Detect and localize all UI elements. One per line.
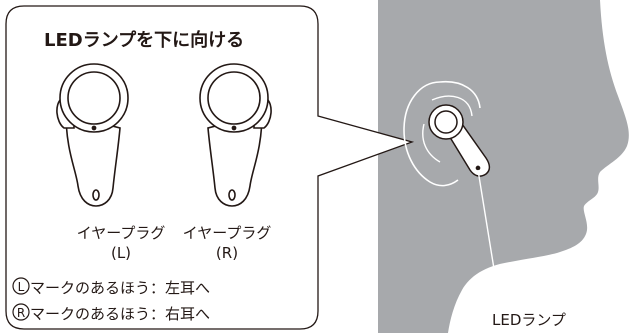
- face-silhouette: [378, 0, 629, 333]
- ear-outline: [403, 81, 459, 187]
- svg-text:R: R: [17, 306, 25, 320]
- led-leader-line: [477, 169, 501, 307]
- led-lamp-label: LEDランプ: [492, 311, 566, 329]
- instruction-title: LEDランプを下に向ける: [44, 30, 245, 51]
- note-right-ear: マークのあるほう：右耳へ: [30, 305, 211, 323]
- earbud-left-side: (L): [110, 244, 132, 262]
- earbud-in-ear: [428, 104, 491, 177]
- marker-r-icon: R: [12, 303, 30, 321]
- earbud-right-side: (R): [215, 244, 239, 262]
- ear-outline-top: [439, 81, 481, 109]
- svg-text:L: L: [18, 280, 25, 294]
- note-left-ear: マークのあるほう：左耳へ: [30, 279, 211, 297]
- ear-inner-fold: [431, 95, 473, 117]
- earbud-right: [199, 63, 272, 207]
- ear-lobe-curve: [422, 123, 441, 163]
- earbud-left: [56, 63, 129, 207]
- earbud-left-name: イヤープラグ: [76, 224, 166, 242]
- marker-l-icon: L: [12, 277, 30, 295]
- earbud-right-name: イヤープラグ: [182, 224, 272, 242]
